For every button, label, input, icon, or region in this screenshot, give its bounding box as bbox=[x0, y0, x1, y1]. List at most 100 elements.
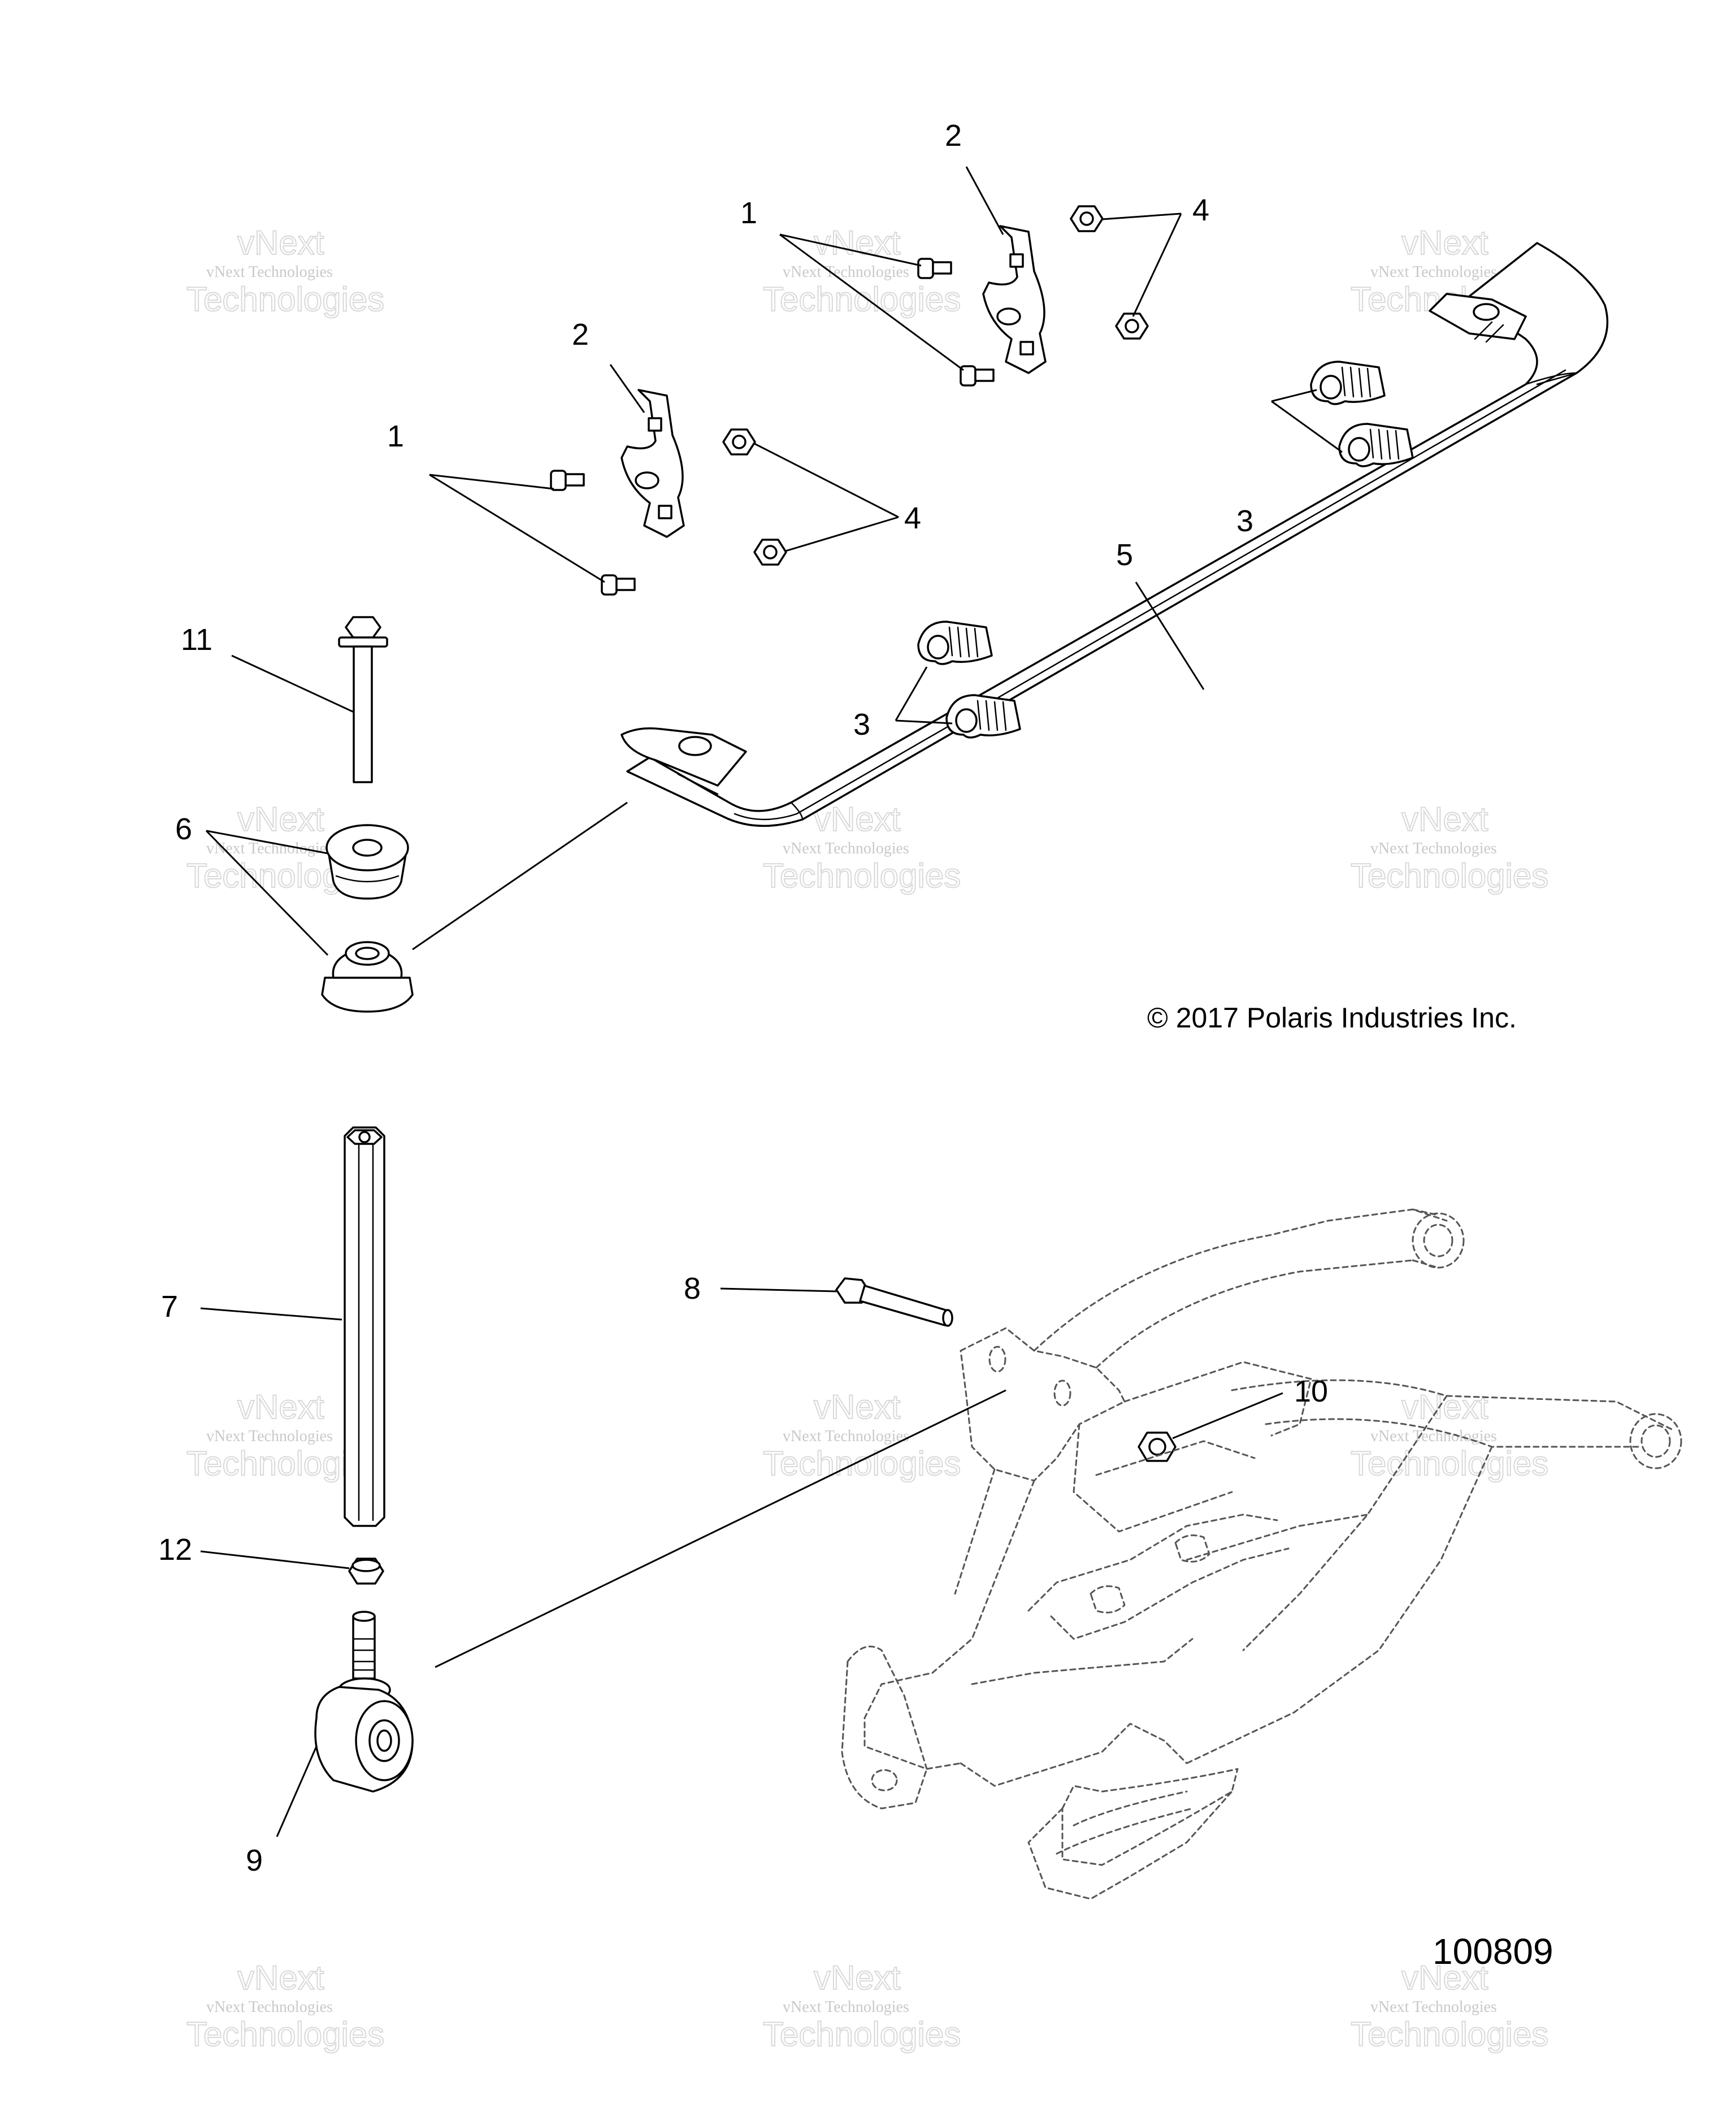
lower-control-arm-phantom bbox=[841, 1208, 1682, 1900]
svg-text:vNext Technologies: vNext Technologies bbox=[783, 1428, 909, 1445]
svg-text:vNext Technologies: vNext Technologies bbox=[783, 263, 909, 281]
svg-text:vNext: vNext bbox=[814, 1388, 901, 1426]
svg-text:vNext: vNext bbox=[1401, 800, 1488, 838]
svg-text:vNext: vNext bbox=[814, 224, 901, 262]
bolt-1d bbox=[960, 365, 995, 387]
bolt-11 bbox=[338, 616, 388, 783]
bolt-1b bbox=[601, 574, 636, 596]
callout-4b: 4 bbox=[1192, 193, 1209, 227]
bushing-upper-b bbox=[1338, 423, 1414, 467]
leader-1a bbox=[429, 474, 554, 490]
watermark-1: vNext vNext Technologies Technologies bbox=[186, 223, 385, 319]
nut-4c bbox=[1070, 205, 1104, 232]
sway-bar bbox=[620, 242, 1609, 827]
svg-text:Technologies: Technologies bbox=[763, 857, 961, 895]
svg-text:Technologies: Technologies bbox=[1351, 857, 1548, 895]
bolt-1c bbox=[917, 258, 952, 279]
leader-3c bbox=[895, 666, 928, 721]
bushing-6b bbox=[321, 941, 414, 1013]
watermark-12: vNext vNext Technologies Technologies bbox=[1350, 1958, 1549, 2054]
leader-4a bbox=[754, 443, 899, 518]
svg-text:vNext: vNext bbox=[814, 800, 901, 838]
svg-text:vNext Technologies: vNext Technologies bbox=[1370, 263, 1497, 281]
nut-4d bbox=[1115, 313, 1149, 340]
svg-text:vNext Technologies: vNext Technologies bbox=[1370, 1428, 1497, 1445]
nut-12 bbox=[348, 1558, 384, 1585]
callout-7: 7 bbox=[161, 1290, 178, 1324]
leader-1d bbox=[779, 233, 964, 371]
leader-6a bbox=[206, 830, 328, 855]
svg-text:Technologies: Technologies bbox=[763, 1445, 961, 1482]
copyright-notice: © 2017 Polaris Industries Inc. bbox=[1147, 1002, 1517, 1034]
callout-10: 10 bbox=[1294, 1374, 1328, 1408]
svg-text:vNext Technologies: vNext Technologies bbox=[206, 1428, 333, 1445]
svg-text:vNext: vNext bbox=[1401, 224, 1488, 262]
ball-joint-9 bbox=[314, 1611, 414, 1793]
bushing-lower-b bbox=[945, 694, 1021, 739]
watermark-11: vNext vNext Technologies Technologies bbox=[762, 1958, 961, 2054]
clamp-left bbox=[620, 389, 685, 538]
leader-6-bar bbox=[412, 801, 628, 951]
svg-text:vNext: vNext bbox=[814, 1959, 901, 1997]
leader-12 bbox=[200, 1550, 350, 1569]
svg-text:vNext Technologies: vNext Technologies bbox=[1370, 840, 1497, 857]
bushing-6a bbox=[326, 824, 409, 900]
leader-6b bbox=[205, 830, 329, 956]
svg-text:vNext Technologies: vNext Technologies bbox=[206, 1998, 333, 2016]
svg-text:vNext Technologies: vNext Technologies bbox=[783, 1998, 909, 2016]
svg-text:Technologies: Technologies bbox=[763, 280, 961, 318]
leader-3b bbox=[1271, 400, 1343, 453]
callout-1a: 1 bbox=[387, 419, 404, 453]
bolt-8 bbox=[835, 1277, 953, 1327]
svg-text:vNext: vNext bbox=[237, 1388, 324, 1426]
leader-2b bbox=[965, 166, 1004, 235]
leader-11 bbox=[231, 654, 354, 713]
callout-6: 6 bbox=[175, 812, 192, 846]
leader-4c bbox=[1101, 212, 1182, 220]
hex-link-7 bbox=[344, 1126, 385, 1527]
callout-9: 9 bbox=[246, 1844, 263, 1877]
nut-4b bbox=[753, 539, 787, 566]
svg-text:vNext: vNext bbox=[237, 224, 324, 262]
watermark-6: vNext vNext Technologies Technologies bbox=[1350, 800, 1549, 895]
nut-4a bbox=[722, 428, 756, 456]
watermark-5: vNext vNext Technologies Technologies bbox=[762, 800, 961, 895]
watermark-8: vNext vNext Technologies Technologies bbox=[762, 1387, 961, 1483]
leader-1b bbox=[429, 474, 605, 583]
svg-text:vNext: vNext bbox=[237, 800, 324, 838]
svg-text:vNext Technologies: vNext Technologies bbox=[1370, 1998, 1497, 2016]
callout-8: 8 bbox=[684, 1272, 701, 1305]
leader-9-arm bbox=[435, 1389, 1006, 1668]
svg-text:vNext: vNext bbox=[1401, 1959, 1488, 1997]
leader-5 bbox=[1135, 582, 1205, 690]
svg-text:vNext: vNext bbox=[1401, 1388, 1488, 1426]
callout-11: 11 bbox=[181, 623, 212, 657]
svg-text:vNext Technologies: vNext Technologies bbox=[783, 840, 909, 857]
callout-2b: 2 bbox=[945, 119, 962, 153]
leader-lines bbox=[200, 166, 1343, 1837]
callout-1b: 1 bbox=[740, 196, 757, 230]
leader-7 bbox=[200, 1307, 342, 1321]
callout-4a: 4 bbox=[904, 501, 921, 535]
leader-4d bbox=[1132, 213, 1182, 317]
bushing-upper-a bbox=[1310, 361, 1386, 405]
watermark-2: vNext vNext Technologies Technologies bbox=[762, 223, 961, 319]
callout-3a: 3 bbox=[1236, 504, 1253, 538]
nut-10 bbox=[1138, 1432, 1177, 1462]
leader-10 bbox=[1172, 1392, 1283, 1439]
leader-3a bbox=[1271, 389, 1317, 402]
leader-9 bbox=[276, 1746, 318, 1837]
bushing-lower-a bbox=[917, 621, 993, 665]
callout-5: 5 bbox=[1116, 538, 1133, 572]
diagram-reference-number: 100809 bbox=[1433, 1931, 1553, 1972]
svg-text:Technologies: Technologies bbox=[1351, 2015, 1548, 2053]
svg-text:Technologies: Technologies bbox=[186, 280, 384, 318]
svg-text:vNext Technologies: vNext Technologies bbox=[206, 263, 333, 281]
callout-3b: 3 bbox=[853, 708, 870, 741]
leader-8 bbox=[720, 1287, 837, 1292]
callout-numbers: 1 1 2 2 3 3 4 4 5 6 7 8 9 10 11 12 bbox=[158, 119, 1328, 1877]
callout-2a: 2 bbox=[572, 318, 589, 352]
svg-text:Technologies: Technologies bbox=[763, 2015, 961, 2053]
bolt-1a bbox=[550, 470, 585, 491]
svg-text:vNext: vNext bbox=[237, 1959, 324, 1997]
